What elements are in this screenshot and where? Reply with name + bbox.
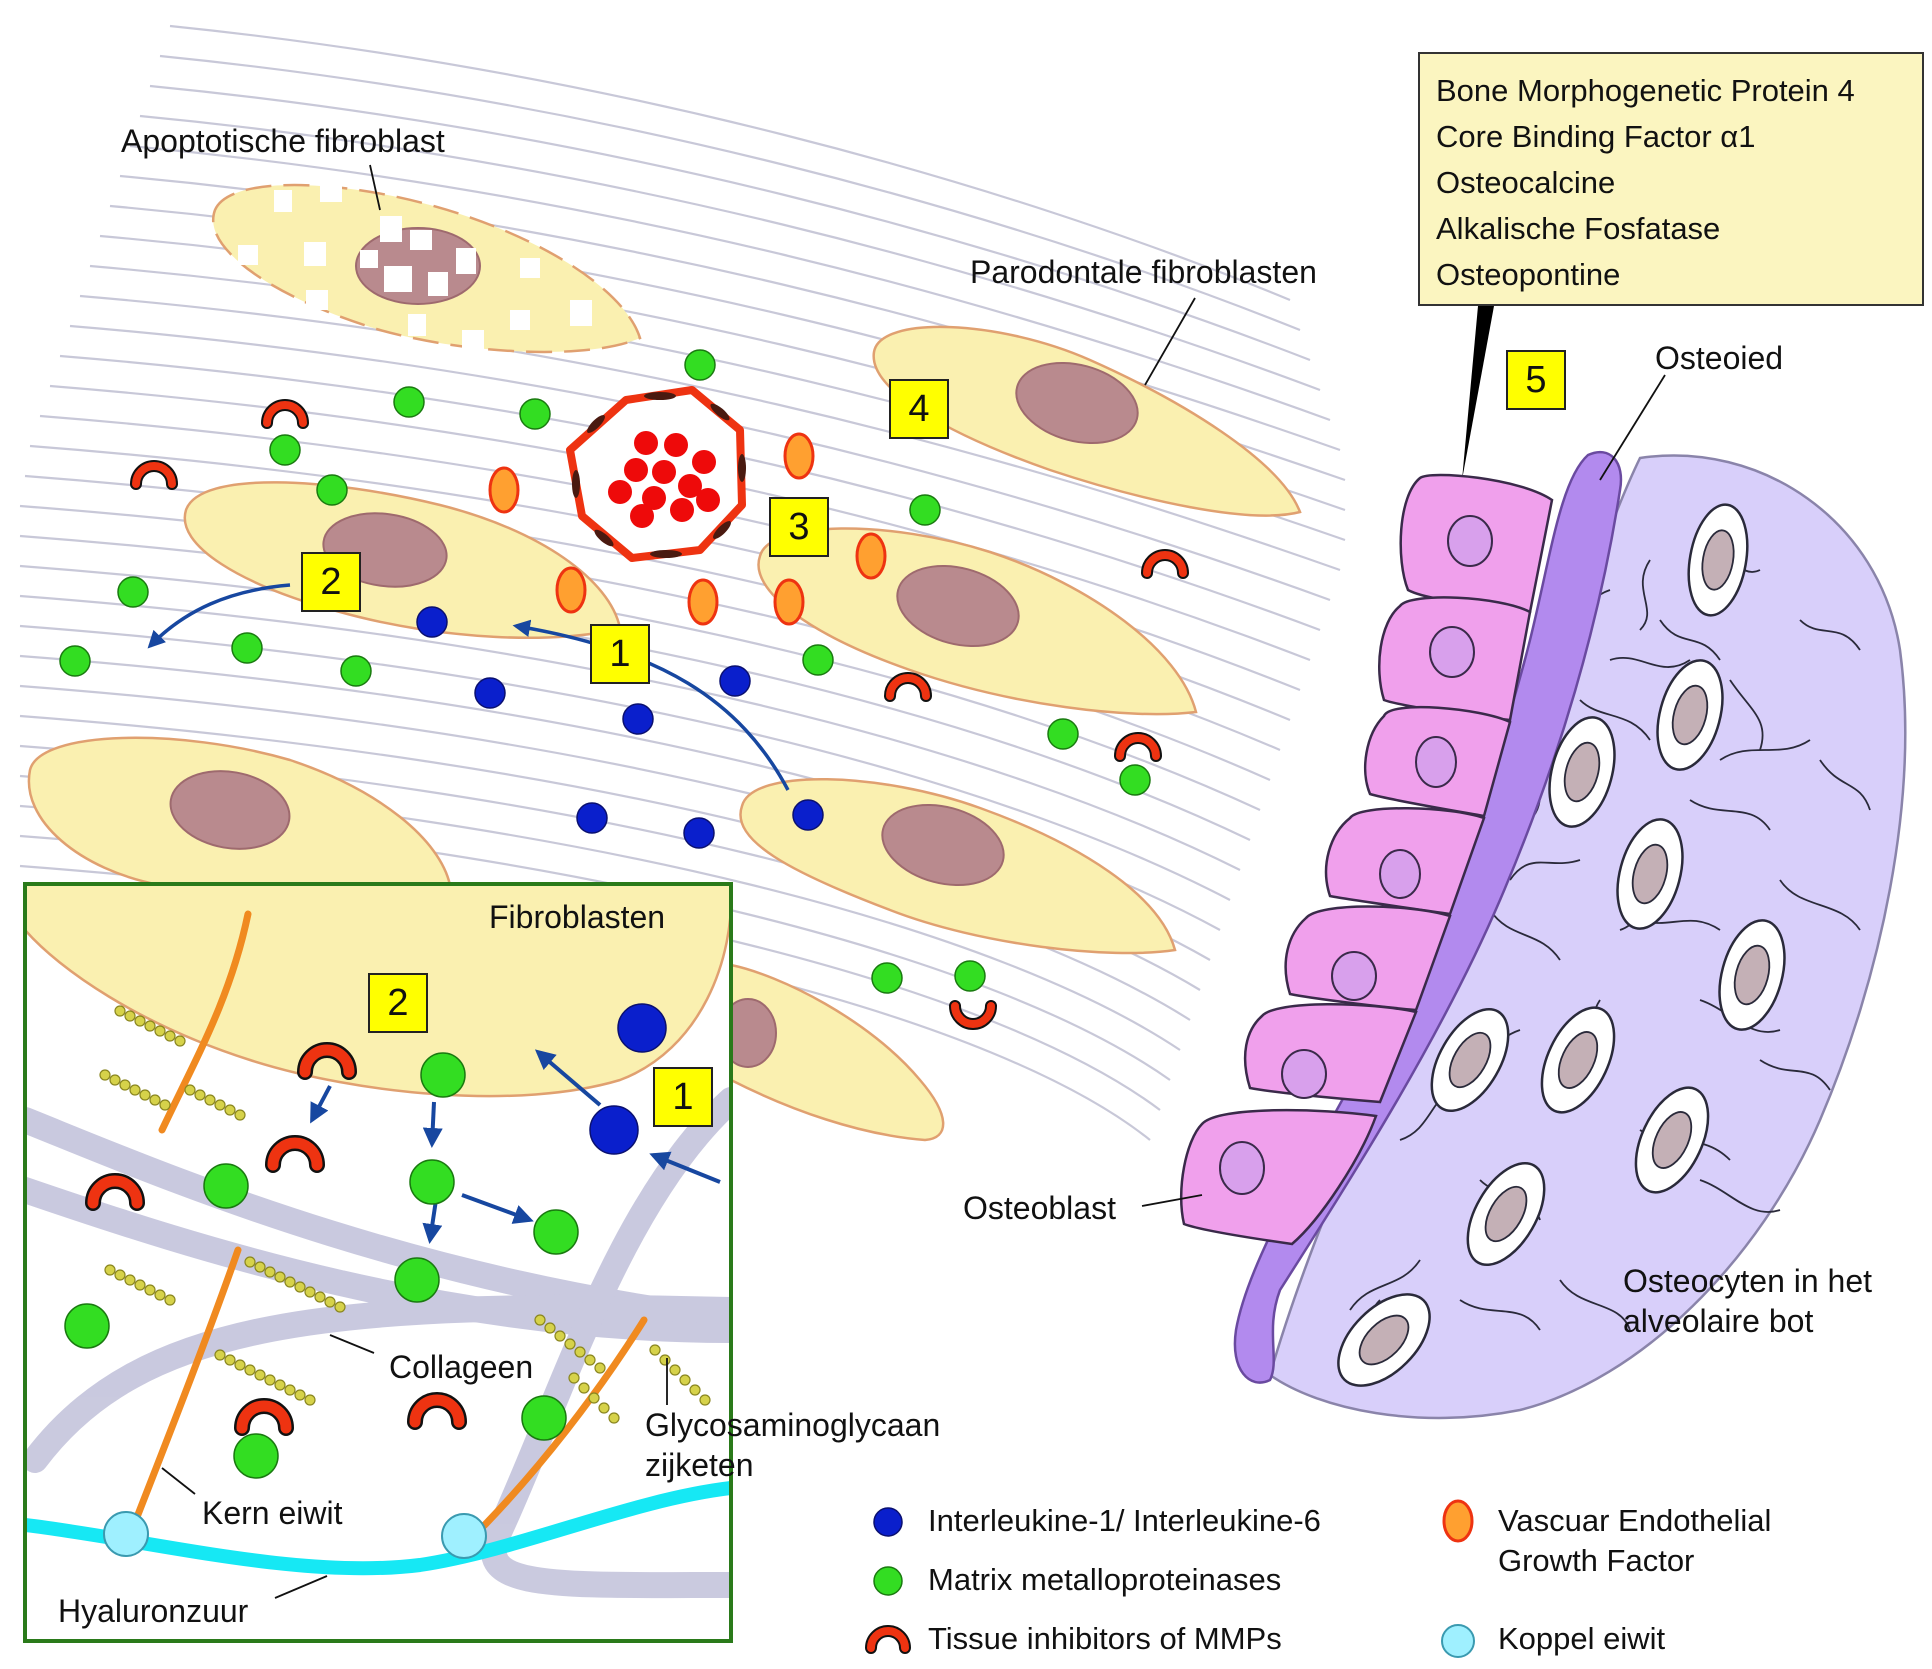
blood-vessel (566, 386, 746, 562)
label-osteoid: Osteoied (1655, 340, 1784, 376)
legend-koppel-label: Koppel eiwit (1498, 1621, 1666, 1656)
legend-interleukin-swatch (873, 1507, 903, 1537)
label-osteoblast: Osteoblast (963, 1190, 1116, 1226)
label-gag-line1: Glycosaminoglycaan (645, 1407, 941, 1443)
label-fibroblasten: Fibroblasten (489, 899, 666, 935)
mmp-markers (59, 349, 1151, 994)
legend-vegf-swatch (1442, 1499, 1474, 1543)
interleukin-markers (416, 606, 824, 849)
legend-vegf-label-line2: Growth Factor (1498, 1543, 1695, 1578)
label-osteocytes-line1: Osteocyten in het (1623, 1263, 1873, 1299)
osteogenic-markers-box: Bone Morphogenetic Protein 4 Core Bindin… (1418, 52, 1924, 306)
label-hyaluronzuur: Hyaluronzuur (58, 1593, 249, 1629)
inset-core-protein (126, 910, 648, 1544)
info-item: Osteopontine (1436, 257, 1621, 292)
inset-interleukin (589, 1003, 667, 1155)
inset-border (23, 882, 733, 1643)
fibroblast-cells (27, 325, 1302, 1142)
label-osteocytes-line2: alveolaire bot (1623, 1303, 1814, 1339)
leader-lines (369, 164, 1666, 1207)
info-item: Bone Morphogenetic Protein 4 (1436, 73, 1855, 108)
info-item: Alkalische Fosfatase (1436, 211, 1721, 246)
fibroblast-top-right (872, 325, 1302, 517)
legend-timp-label: Tissue inhibitors of MMPs (928, 1621, 1282, 1656)
fibroblast-center-lower (739, 777, 1177, 955)
callout-pointer (1462, 306, 1494, 480)
badge-5: 5 (1506, 350, 1566, 410)
legend-symbols (865, 1499, 1475, 1658)
apoptotic-fibroblast (212, 180, 642, 354)
osteocytes (1337, 503, 1786, 1387)
inset-mmp (64, 1052, 579, 1479)
label-collageen: Collageen (389, 1349, 534, 1385)
fibroblast-left-upper (183, 481, 622, 639)
legend-vegf-label-line1: Vascuar Endothelial (1498, 1503, 1772, 1538)
badge-1: 1 (590, 624, 650, 684)
fibroblast-below-inset (719, 963, 945, 1142)
inset-collagen-fibers (25, 1087, 731, 1599)
info-item: Core Binding Factor α1 (1436, 119, 1756, 154)
fibroblast-left-lower (27, 736, 452, 887)
info-item: Osteocalcine (1436, 165, 1616, 200)
inset-badge-2: 2 (368, 973, 428, 1033)
label-kern-eiwit: Kern eiwit (202, 1495, 343, 1531)
legend-mmp-label: Matrix metalloproteinases (928, 1562, 1282, 1597)
inset-koppel-eiwit (103, 1511, 487, 1559)
badge-2: 2 (301, 552, 361, 612)
legend-interleukin-label: Interleukine-1/ Interleukine-6 (928, 1503, 1321, 1538)
vegf-markers (488, 432, 887, 626)
badge-4: 4 (889, 379, 949, 439)
signal-arrows (147, 583, 790, 791)
label-parodontal-fibroblasts: Parodontale fibroblasten (970, 254, 1317, 290)
osteoblast-cells (1179, 473, 1554, 1246)
legend-mmp-swatch (873, 1566, 903, 1596)
badge-3: 3 (769, 497, 829, 557)
label-gag-line2: zijketen (645, 1447, 754, 1483)
inset-badge-1: 1 (653, 1067, 713, 1127)
inset-gag-chains (99, 1005, 711, 1424)
inset-arrows (310, 1049, 721, 1244)
label-apoptotic-fibroblast: Apoptotische fibroblast (121, 123, 445, 159)
legend-koppel-swatch (1441, 1624, 1475, 1658)
